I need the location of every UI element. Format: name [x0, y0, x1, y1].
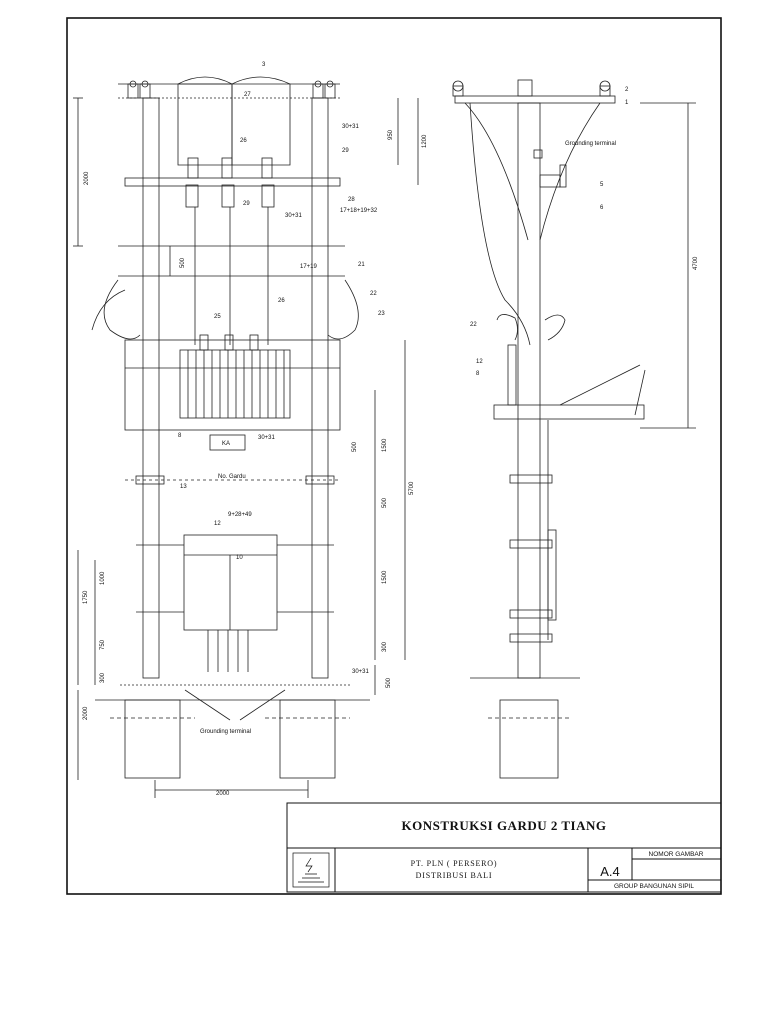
foundation-left — [124, 699, 181, 779]
side-callout-22: 22 — [470, 322, 477, 328]
side-callout-8: 8 — [476, 371, 480, 377]
callout-30-31c: 30+31 — [258, 435, 276, 441]
callout-26b: 26 — [278, 298, 285, 304]
side-callout-2: 2 — [625, 87, 629, 93]
front-view — [73, 76, 419, 798]
callout-25: 25 — [214, 314, 221, 320]
callout-30-31b: 30+31 — [285, 213, 303, 219]
callout-22: 22 — [370, 291, 377, 297]
dim-950: 950 — [388, 129, 394, 140]
drawing-border — [66, 17, 722, 895]
left-pole — [142, 97, 160, 679]
drawing-number: A.4 — [600, 864, 620, 879]
callout-26a: 26 — [240, 138, 247, 144]
side-grounding-label: Grounding terminal — [565, 141, 616, 147]
transformer-body — [179, 349, 291, 419]
side-callout-12: 12 — [476, 359, 483, 365]
callout-30-31a: 30+31 — [342, 124, 360, 130]
grounding-terminal-label: Grounding terminal — [200, 729, 251, 735]
cross-arm — [124, 177, 341, 187]
callout-28: 28 — [348, 197, 355, 203]
dim-500a: 500 — [180, 257, 186, 268]
side-callout-5: 5 — [600, 182, 604, 188]
right-pole — [311, 97, 329, 679]
callout-27: 27 — [244, 92, 251, 98]
pln-logo — [292, 852, 330, 888]
company-line-2: DISTRIBUSI BALI — [416, 871, 493, 880]
ka-plate — [209, 434, 246, 451]
callout-21: 21 — [358, 262, 365, 268]
dim-1500b: 1500 — [382, 570, 388, 584]
callout-13: 13 — [180, 484, 187, 490]
callout-8: 8 — [178, 433, 182, 439]
foundation-right — [279, 699, 336, 779]
side-foundation — [499, 699, 559, 779]
front-view-labels: 3 27 26 30+31 29 28 29 30+31 17+18+19+32… — [83, 62, 428, 797]
callout-29a: 29 — [342, 148, 349, 154]
dim-300b: 300 — [100, 672, 106, 683]
dim-500b: 500 — [352, 441, 358, 452]
title-block — [286, 802, 722, 893]
side-view-labels: 2 1 Grounding terminal 5 6 22 12 8 4700 — [470, 87, 699, 377]
company-line-1: PT. PLN ( PERSERO) — [411, 859, 498, 868]
side-view — [452, 79, 696, 779]
dim-750: 750 — [100, 639, 106, 650]
callout-9-49: 9+28+49 — [228, 512, 252, 518]
dim-2000-top: 2000 — [84, 171, 90, 185]
dim-5700: 5700 — [409, 481, 415, 495]
side-dim-4700: 4700 — [693, 256, 699, 270]
dim-1750: 1750 — [83, 590, 89, 604]
callout-17-32: 17+18+19+32 — [340, 208, 378, 214]
dim-2000-bottom: 2000 — [216, 791, 230, 797]
side-pole — [517, 102, 541, 679]
drawing-title: KONSTRUKSI GARDU 2 TIANG — [402, 818, 607, 833]
top-insulators-right — [312, 80, 336, 99]
drawing-number-label: NOMOR GAMBAR — [649, 851, 704, 858]
callout-3: 3 — [262, 62, 266, 68]
callout-30-31d: 30+31 — [352, 669, 370, 675]
callout-12: 12 — [214, 521, 221, 527]
dim-1500a: 1500 — [382, 438, 388, 452]
transformer-platform — [124, 339, 341, 431]
side-callout-1: 1 — [625, 100, 629, 106]
lv-panel — [183, 534, 278, 631]
dim-500c: 500 — [382, 497, 388, 508]
callout-10: 10 — [236, 555, 243, 561]
top-insulators-left — [127, 80, 151, 99]
dim-1000: 1000 — [100, 571, 106, 585]
no-gardu-label: No. Gardu — [218, 474, 246, 480]
dim-1200: 1200 — [422, 134, 428, 148]
callout-17-19: 17+19 — [300, 264, 318, 270]
callout-29b: 29 — [243, 201, 250, 207]
dim-500d: 500 — [386, 677, 392, 688]
side-callout-6: 6 — [600, 205, 604, 211]
title-block-text: KONSTRUKSI GARDU 2 TIANG PT. PLN ( PERSE… — [402, 818, 704, 890]
callout-23: 23 — [378, 311, 385, 317]
dim-300: 300 — [382, 641, 388, 652]
ka-label: KA — [222, 441, 230, 447]
dim-2000-base: 2000 — [83, 706, 89, 720]
group-label: GROUP BANGUNAN SIPIL — [614, 883, 694, 890]
